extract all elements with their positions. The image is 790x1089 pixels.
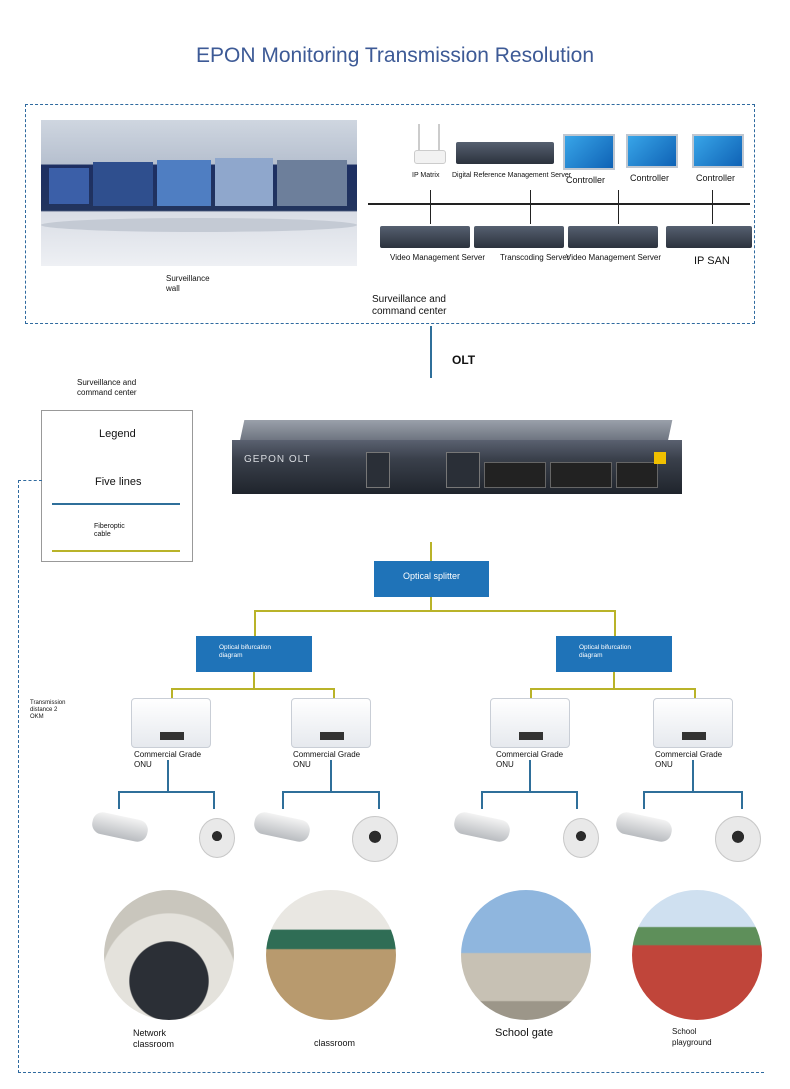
ptz-camera-icon: [563, 818, 599, 858]
school-playground-photo: [632, 890, 762, 1020]
onu-device-2: [291, 698, 371, 748]
splitter-branch-line: [254, 610, 615, 612]
command-center-boundary: [25, 104, 755, 324]
surveillance-wall-label: Surveillance wall: [166, 274, 210, 293]
onu-device-3: [490, 698, 570, 748]
page-title: EPON Monitoring Transmission Resolution: [196, 44, 594, 67]
transmission-distance-note: Transmission distance 2 OKM: [30, 700, 66, 720]
controller-label-3: Controller: [696, 173, 736, 183]
olt-device-text: GEPON OLT: [244, 454, 311, 465]
legend-caption: Surveillance and command center: [77, 378, 137, 397]
olt-to-splitter-line: [430, 542, 432, 562]
location-label-school-gate: School gate: [495, 1027, 554, 1039]
legend-fiber-label: Fiberoptic cable: [94, 523, 125, 538]
transcoding-server-label: Transcoding Server: [500, 253, 570, 262]
location-label-classroom: classroom: [314, 1038, 356, 1048]
ip-san-storage: [666, 226, 752, 248]
onu-label-3: Commercial Grade ONU: [496, 750, 564, 769]
onu-label-2: Commercial Grade ONU: [293, 750, 361, 769]
controller-label-2: Controller: [630, 173, 670, 183]
ip-san-label: IP SAN: [694, 255, 730, 267]
onu-device-4: [653, 698, 733, 748]
management-server-label: Digital Reference Management Server: [452, 172, 572, 179]
network-classroom-photo: [104, 890, 234, 1020]
onu-label-1: Commercial Grade ONU: [134, 750, 202, 769]
onu-label-4: Commercial Grade ONU: [655, 750, 723, 769]
classroom-photo: [266, 890, 396, 1020]
transmission-boundary: [18, 480, 764, 1073]
location-label-school-playground: School playground: [672, 1027, 712, 1047]
onu-device-1: [131, 698, 211, 748]
legend-five-lines-swatch: [52, 503, 180, 505]
legend-heading: Legend: [99, 428, 136, 440]
optical-splitter: Optical splitter: [374, 561, 489, 597]
location-label-network-classroom: Network classroom: [133, 1028, 175, 1049]
dome-camera-icon: [715, 816, 761, 862]
olt-label: OLT: [452, 353, 476, 367]
transmission-boundary-top: [18, 480, 42, 481]
controller-monitor-3: [692, 134, 744, 168]
ip-matrix-label: IP Matrix: [412, 172, 440, 179]
video-management-server-1: [380, 226, 470, 248]
dome-camera-icon: [352, 816, 398, 862]
school-gate-photo: [461, 890, 591, 1020]
management-server: [456, 142, 554, 164]
ip-matrix-router: [414, 124, 446, 164]
optical-bifurcation-left: Optical bifurcation diagram: [196, 636, 312, 672]
network-bus-line: [368, 203, 750, 205]
controller-label-1: Controller: [566, 175, 606, 185]
command-center-label: Surveillance and command center: [372, 294, 447, 317]
legend-box: Legend Five lines Fiberoptic cable: [41, 410, 193, 562]
controller-monitor-2: [626, 134, 678, 168]
surveillance-wall-photo: [41, 120, 357, 266]
video-management-server-label-1: Video Management Server: [390, 253, 486, 262]
olt-uplink-line: [430, 326, 432, 378]
video-management-server-2: [568, 226, 658, 248]
optical-bifurcation-right: Optical bifurcation diagram: [556, 636, 672, 672]
controller-monitor-1: [563, 134, 615, 170]
transcoding-server: [474, 226, 564, 248]
video-management-server-label-2: Video Management Server: [566, 253, 662, 262]
olt-device: GEPON OLT: [232, 420, 682, 496]
legend-five-lines-label: Five lines: [95, 476, 142, 488]
ptz-camera-icon: [199, 818, 235, 858]
legend-fiber-swatch: [52, 550, 180, 552]
